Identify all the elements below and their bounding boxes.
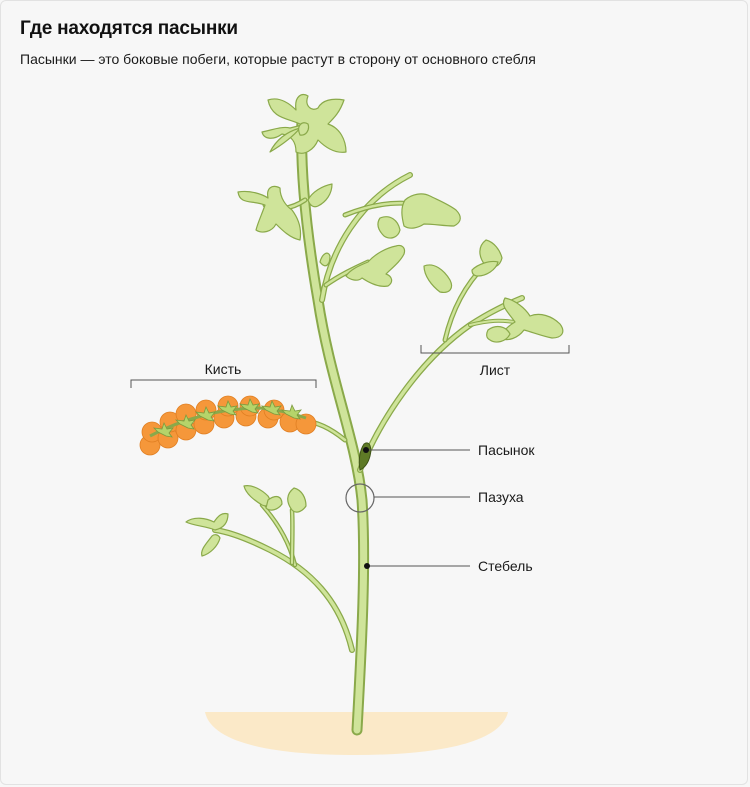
- leaves: [185, 93, 564, 557]
- axil-marker-circle: [345, 483, 375, 513]
- label-stem: Стебель: [478, 558, 533, 574]
- leaf-bracket: [420, 345, 570, 354]
- stepson-dot: [363, 447, 369, 453]
- main-stem-fill: [298, 116, 368, 734]
- label-brush: Кисть: [205, 361, 242, 377]
- stepson-shoot: [358, 442, 372, 471]
- tomato-truss: [139, 395, 317, 456]
- label-leaf: Лист: [480, 362, 511, 378]
- brush-bracket: [130, 379, 317, 388]
- page-subtitle: Пасынки — это боковые побеги, которые ра…: [20, 51, 536, 67]
- label-stepson: Пасынок: [478, 442, 535, 458]
- callout-lines: [367, 449, 470, 567]
- page-title: Где находятся пасынки: [20, 18, 238, 39]
- stem-dot: [364, 563, 370, 569]
- label-axil: Пазуха: [478, 489, 524, 505]
